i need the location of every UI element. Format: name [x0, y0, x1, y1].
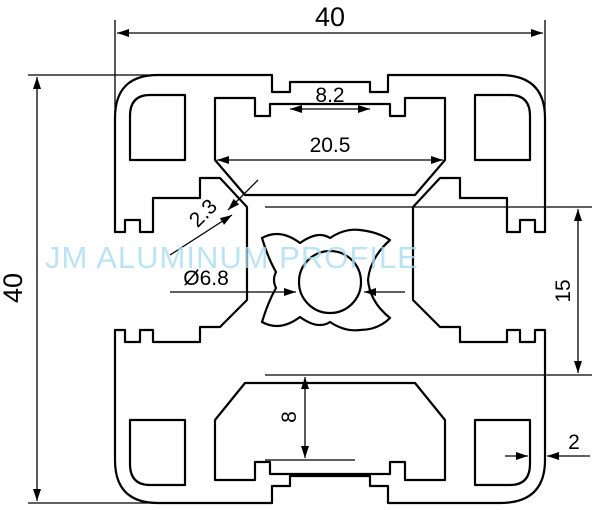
label-center-bore: Ø6.8: [183, 267, 229, 290]
label-slot-inner-width: 20.5: [310, 134, 351, 157]
dim-wall-leader-2: [169, 214, 233, 256]
slot-channel-bottom: [213, 381, 447, 482]
label-wall-thickness: 2.3: [185, 195, 222, 232]
watermark-text: JM ALUMINUM PROFILE: [45, 240, 419, 275]
corner-cavity-top-right: [473, 93, 532, 162]
center-bore: [297, 249, 363, 315]
dim-wall-leader: [227, 179, 259, 211]
label-outer-wall: 2: [568, 431, 580, 454]
corner-cavity-bottom-right: [473, 418, 532, 487]
corner-cavity-bottom-left: [128, 418, 187, 487]
label-overall-width: 40: [315, 2, 345, 32]
label-slot-opening: 8.2: [315, 84, 344, 107]
label-slot-offset: 15: [552, 279, 575, 302]
label-slot-depth: 8: [278, 411, 301, 423]
corner-cavity-top-left: [128, 93, 187, 162]
label-overall-height: 40: [0, 273, 28, 303]
slot-channel-top: [213, 96, 447, 197]
